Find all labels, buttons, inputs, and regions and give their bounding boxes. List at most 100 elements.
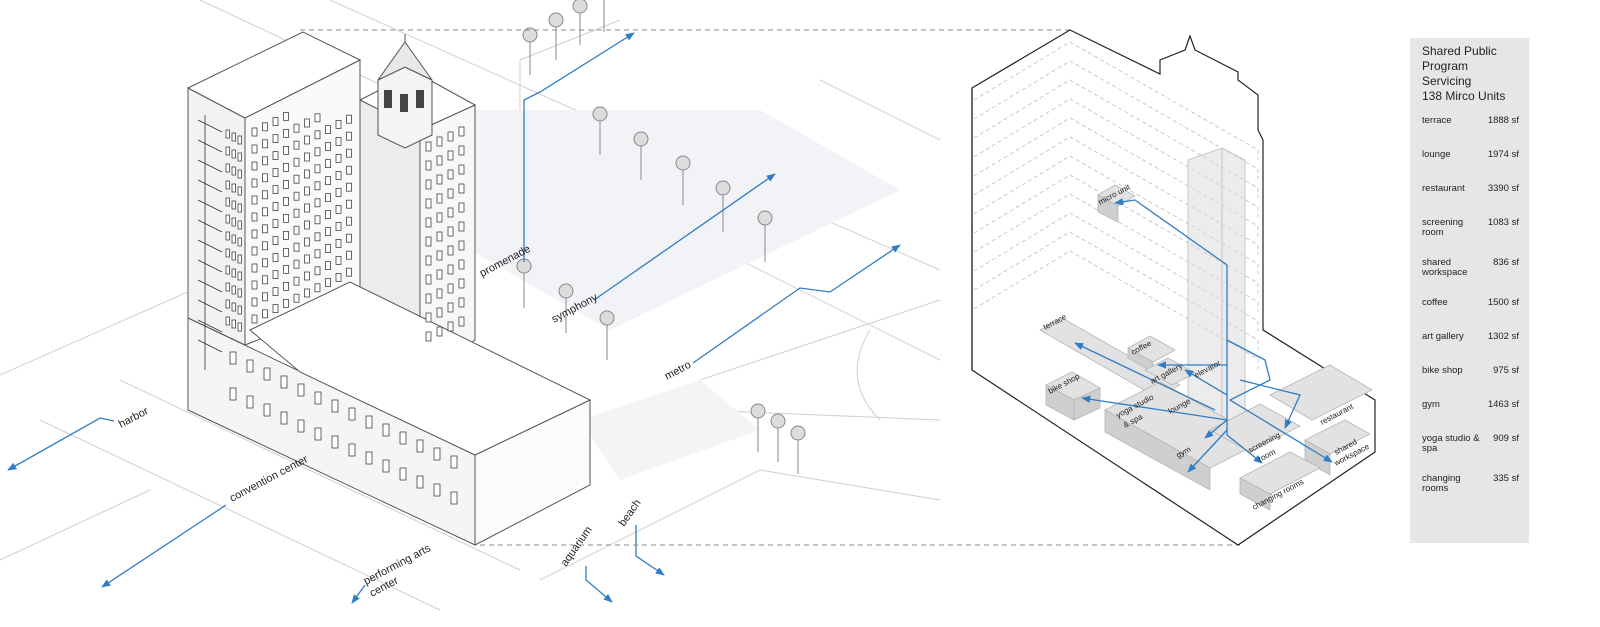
room-restaurant: [1269, 364, 1373, 421]
window: [425, 160, 432, 171]
palm-tree: [750, 403, 766, 452]
window: [283, 230, 289, 240]
metro-arrow: [692, 244, 901, 364]
window: [251, 212, 258, 222]
legend-program-area: 975 sf: [1493, 365, 1519, 376]
palm-tree: [599, 310, 615, 360]
window: [262, 207, 268, 217]
legend-program-name: terrace: [1422, 115, 1452, 126]
window: [262, 258, 268, 268]
legend-program-name: yoga studio & spa: [1422, 433, 1480, 454]
window: [225, 197, 230, 207]
window: [237, 152, 242, 162]
window: [304, 135, 310, 145]
palm-tree: [715, 180, 731, 232]
window: [382, 459, 390, 473]
window: [237, 237, 242, 247]
window: [293, 225, 300, 235]
window: [272, 236, 279, 246]
window: [314, 249, 321, 259]
window: [436, 155, 443, 166]
window: [436, 212, 443, 223]
window: [263, 403, 271, 417]
window: [283, 179, 289, 189]
window: [314, 391, 322, 405]
section-flow-arrows: [1074, 198, 1333, 473]
legend-program-area: 335 sf: [1493, 473, 1519, 484]
window: [293, 157, 300, 167]
fire-escape: [197, 115, 223, 370]
window: [314, 266, 321, 276]
window: [433, 447, 441, 461]
legend-title-line: 138 Mirco Units: [1422, 89, 1506, 103]
window: [436, 136, 443, 147]
window: [325, 142, 331, 152]
window: [458, 164, 465, 175]
window: [229, 351, 237, 365]
window: [416, 475, 424, 489]
window: [447, 245, 454, 256]
window: [283, 298, 289, 308]
window: [225, 180, 230, 190]
to-screening-arrow: [1226, 434, 1263, 464]
window: [225, 316, 230, 326]
window: [225, 163, 230, 173]
window: [335, 272, 342, 282]
window: [348, 443, 356, 457]
legend-title-line: Shared Public: [1422, 44, 1497, 58]
window: [237, 288, 242, 298]
convention-arrow: [101, 504, 227, 588]
window: [297, 419, 305, 433]
legend-program-area: 1888 sf: [1487, 115, 1519, 126]
label-convention-center: convention center: [228, 453, 311, 505]
window: [272, 134, 279, 144]
window: [262, 139, 268, 149]
window: [304, 220, 310, 230]
label-harbor: harbor: [117, 405, 151, 431]
palm-tree: [516, 258, 532, 308]
window: [314, 113, 321, 123]
window: [436, 269, 443, 280]
window: [225, 282, 230, 292]
legend-program-area: 1500 sf: [1487, 297, 1519, 308]
palm-tree: [757, 210, 773, 262]
window: [283, 162, 289, 172]
window: [280, 411, 288, 425]
floor-plate: [973, 136, 1259, 255]
window: [283, 264, 289, 274]
window: [262, 241, 268, 251]
window: [262, 173, 268, 183]
window: [272, 253, 279, 263]
window: [293, 208, 300, 218]
window: [293, 293, 300, 303]
window: [325, 125, 331, 134]
window: [335, 238, 342, 248]
window: [225, 299, 230, 309]
window: [314, 198, 321, 208]
window: [304, 237, 310, 247]
window: [283, 112, 289, 121]
palm-trees: [516, 0, 806, 474]
window: [231, 217, 236, 227]
window: [346, 233, 352, 243]
window: [450, 491, 458, 505]
window: [458, 240, 465, 251]
window: [425, 179, 432, 190]
program-legend: Shared Public Program Servicing 138 Mirc…: [1410, 38, 1529, 543]
window: [231, 319, 236, 329]
window: [425, 236, 432, 247]
window: [293, 259, 300, 269]
window: [314, 164, 321, 174]
window: [314, 232, 321, 242]
window: [280, 375, 288, 389]
window: [246, 395, 254, 409]
window: [237, 271, 242, 281]
window: [283, 247, 289, 257]
window: [231, 200, 236, 210]
